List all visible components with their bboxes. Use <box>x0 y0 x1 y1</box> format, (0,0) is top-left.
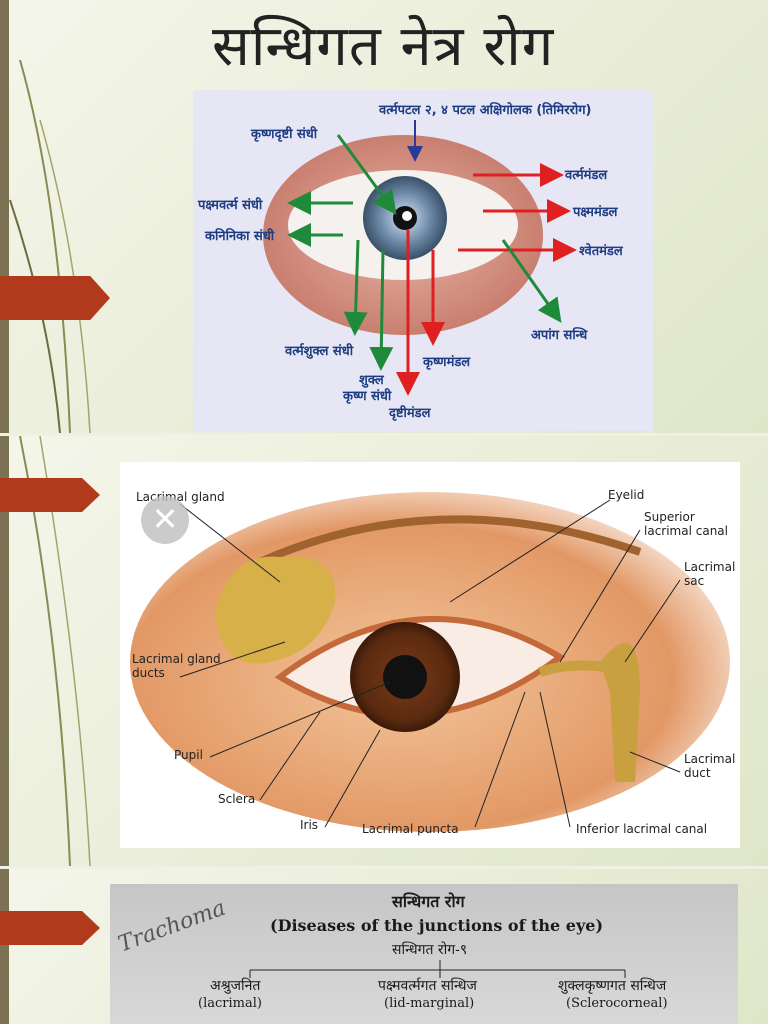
label-vartmamandal: वर्त्ममंडल <box>565 168 608 183</box>
label-krishnadrishti: कृष्णदृष्टी संधी <box>251 127 318 142</box>
tree-lines <box>249 960 626 978</box>
label-puncta: Lacrimal puncta <box>362 822 459 836</box>
label-pupil: Pupil <box>174 748 203 762</box>
label-apang: अपांग सन्धि <box>531 328 588 343</box>
page-title: सन्धिगत नेत्र रोग <box>212 14 555 79</box>
slide-edge <box>0 0 9 433</box>
label-vartmashukla: वर्त्मशुक्ल संधी <box>285 344 354 359</box>
label-eyelid: Eyelid <box>608 488 645 502</box>
label-sclera: Sclera <box>218 792 256 806</box>
eye-diagram-panel: वर्त्मपटल २, ४ पटल अक्षिगोलक (तिमिररोग) … <box>193 90 653 431</box>
page3-subheading: (Diseases of the junctions of the eye) <box>270 916 604 935</box>
label-shvetamandal: श्वेतमंडल <box>579 244 623 259</box>
eye-illustration <box>263 120 577 396</box>
label-shukla-krishna: कृष्ण संधी <box>343 389 392 404</box>
label-gland-ducts: Lacrimal gland ducts <box>132 652 221 680</box>
branch-2-en: (lid-marginal) <box>384 996 475 1011</box>
branch-1-en: (lacrimal) <box>198 996 262 1011</box>
label-pakshmavartma: पक्ष्मवर्त्म संधी <box>198 198 263 213</box>
label-shukla: शुक्ल <box>359 373 384 388</box>
scanned-page: Trachoma सन्धिगत रोग (Diseases of the ju… <box>110 884 738 1024</box>
label-top: वर्त्मपटल २, ४ पटल अक्षिगोलक (तिमिररोग) <box>379 103 592 118</box>
page3-heading: सन्धिगत रोग <box>392 892 465 911</box>
label-inferior-canal: Inferior lacrimal canal <box>576 822 708 836</box>
label-pakshmamandal: पक्ष्ममंडल <box>573 205 618 220</box>
slide-edge <box>0 869 9 1024</box>
slide-edge <box>0 436 9 866</box>
lacrimal-illustration <box>130 492 730 832</box>
branch-3-en: (Sclerocorneal) <box>566 996 668 1011</box>
close-icon[interactable]: ✕ <box>141 496 189 544</box>
label-krishnamandal: कृष्णमंडल <box>423 355 471 370</box>
page3-count: सन्धिगत रोग-९ <box>392 942 468 958</box>
label-lacrimal-duct: Lacrimal duct <box>684 752 736 780</box>
slide-1: सन्धिगत नेत्र रोग <box>0 0 768 433</box>
label-kaninika: कनिनिका संधी <box>205 229 275 244</box>
bullet-tag <box>0 276 110 320</box>
label-drishtimandal: दृष्टीमंडल <box>389 406 431 421</box>
label-lacrimal-sac: Lacrimal sac <box>684 560 736 588</box>
lacrimal-diagram-panel: Lacrimal gland Eyelid Superior lacrimal … <box>120 462 740 848</box>
branch-2-hi: पक्ष्मवर्त्मगत सन्धिज <box>378 978 477 994</box>
bullet-tag <box>0 478 100 512</box>
branch-3-hi: शुक्लकृष्णगत सन्धिज <box>558 978 667 994</box>
branch-1-hi: अश्रुजनित <box>210 978 261 994</box>
label-superior-canal: Superior lacrimal canal <box>644 510 728 538</box>
bullet-tag <box>0 911 100 945</box>
decorative-lines <box>9 59 91 433</box>
label-iris: Iris <box>300 818 319 832</box>
